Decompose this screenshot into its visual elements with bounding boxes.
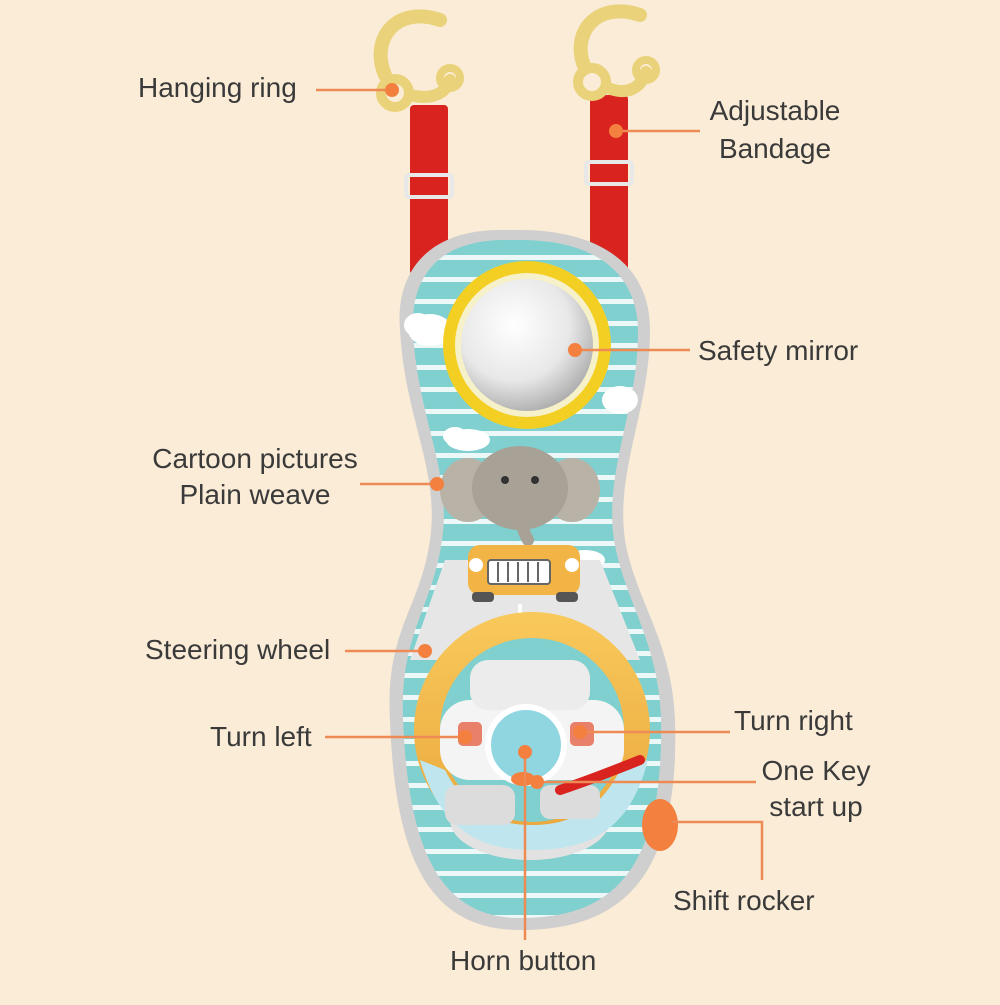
left-hanging-ring bbox=[373, 9, 464, 112]
leader-dots bbox=[385, 83, 672, 829]
cartoon-car bbox=[468, 545, 580, 602]
label-cartoon-pictures: Cartoon pictures bbox=[152, 443, 358, 474]
left-strap bbox=[404, 105, 454, 275]
right-hanging-ring bbox=[573, 4, 660, 101]
label-turn-left: Turn left bbox=[210, 721, 312, 752]
label-horn-button: Horn button bbox=[450, 945, 597, 976]
label-shift-rocker: Shift rocker bbox=[673, 885, 815, 916]
elephant-cartoon bbox=[440, 446, 600, 546]
label-start-up: start up bbox=[769, 791, 863, 822]
label-one-key: One Key bbox=[761, 755, 871, 786]
leader-lines bbox=[316, 88, 764, 940]
label-plain-weave: Plain weave bbox=[179, 479, 331, 510]
safety-mirror bbox=[443, 261, 611, 429]
label-adjustable: Adjustable bbox=[709, 95, 841, 126]
steering-wheel bbox=[414, 612, 678, 860]
shift-lever bbox=[555, 755, 645, 795]
right-strap bbox=[584, 95, 634, 275]
cloud-decoration bbox=[404, 313, 638, 570]
label-turn-right: Turn right bbox=[734, 705, 853, 736]
label-hanging-ring: Hanging ring bbox=[138, 72, 297, 103]
label-steering-wheel: Steering wheel bbox=[145, 634, 331, 665]
label-safety-mirror: Safety mirror bbox=[698, 335, 859, 366]
label-bandage: Bandage bbox=[718, 133, 832, 164]
